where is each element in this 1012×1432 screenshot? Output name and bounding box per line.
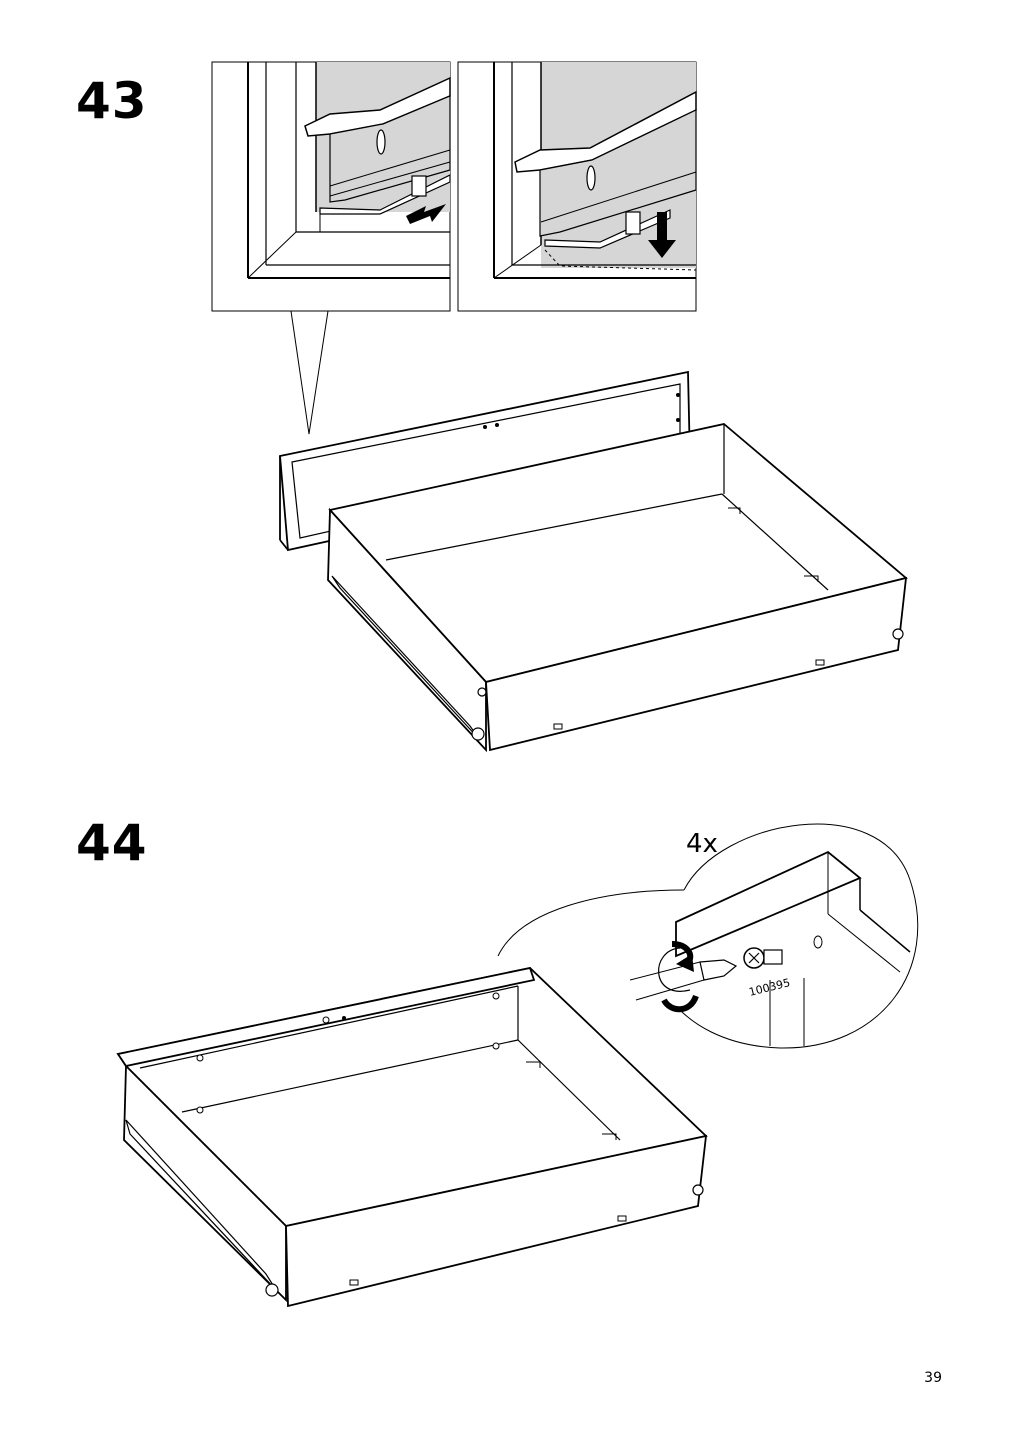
drawer-box	[327, 423, 908, 753]
step-43-illustration	[211, 61, 908, 753]
detail-panel-push-down	[457, 61, 697, 312]
step-number-44: 44	[76, 814, 148, 872]
step-number-43: 43	[76, 72, 148, 130]
part-number-label: 100395	[748, 976, 792, 999]
page-number: 39	[924, 1370, 942, 1386]
quantity-label: 4x	[686, 829, 718, 859]
drawer-assembled	[116, 966, 708, 1308]
detail-circle-screw	[497, 823, 919, 1049]
detail-panel-slide-out	[211, 61, 451, 312]
